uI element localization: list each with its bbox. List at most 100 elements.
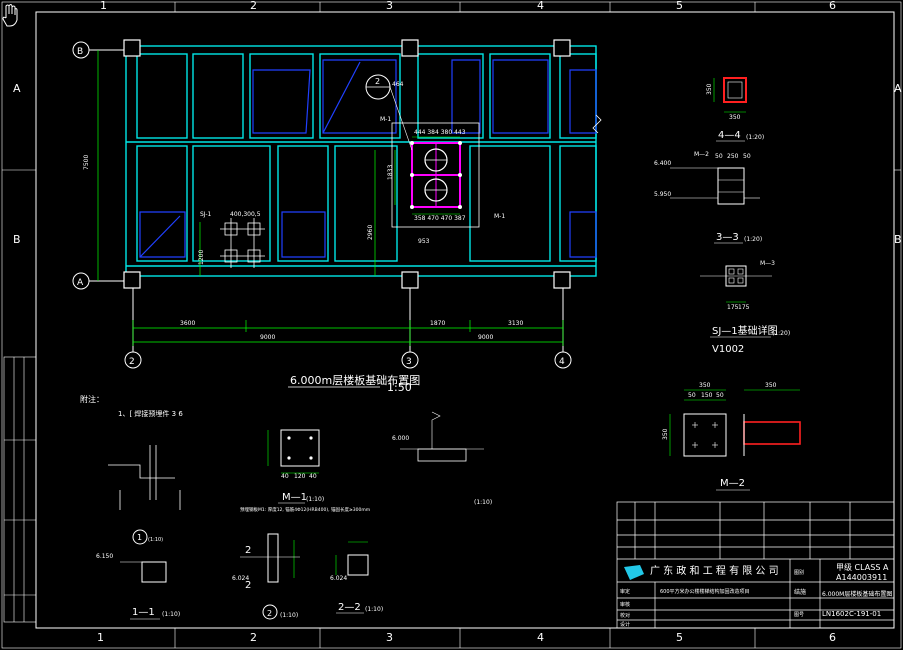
s33-title: 3—3 [716, 232, 739, 243]
sec2-label-a: 2 [245, 545, 251, 556]
d14-elev: 6.000 [392, 435, 409, 442]
dim-3130: 3130 [508, 320, 523, 327]
section-3-3: 6.400 5.950 M—2 50 250 50 3—3 (1:20) [654, 151, 762, 244]
m2-title: M—2 [720, 478, 745, 489]
left-title-strip [3, 356, 37, 623]
dim-1200: 1200 [198, 250, 205, 265]
dim-7500: 7500 [83, 155, 90, 170]
notes-heading: 附注： [80, 394, 104, 404]
tb-b: 图号 [794, 612, 804, 618]
tb-row1: 审定 [620, 588, 630, 595]
c1-scale-top: (1:10) [148, 537, 163, 543]
tb-sheet-label: 结施 [794, 588, 806, 596]
tb-a: 图别 [794, 569, 804, 576]
m2-h: 350 [662, 428, 669, 440]
s33-m2: M—2 [694, 151, 709, 158]
axis-a-label: A [77, 278, 84, 288]
m1-scale: (1:10) [306, 496, 324, 503]
m2-d50b: 50 [716, 392, 724, 399]
c2-scale: (1:10) [280, 612, 298, 619]
c1-circle: 1 [137, 533, 142, 542]
floor-plan: B A 2 3 4 7500 3600 9000 1870 3130 9000 … [72, 39, 602, 369]
plan-callout-num: 2 [375, 77, 380, 86]
grid-col-bottom-4: 4 [537, 631, 544, 644]
d14-scale: (1:10) [474, 499, 492, 506]
sj1-code: V1002 [712, 344, 744, 355]
tb-project: 600平方米办公楼楼梯结构加固改造项目 [660, 588, 750, 595]
s33-elev1: 6.400 [654, 160, 671, 167]
m2-w2: 350 [765, 382, 777, 389]
grid-col-bottom-6: 6 [829, 631, 836, 644]
m1-note: 预埋钢板M1: 厚度12, 锚筋4Φ12(HRB400), 锚固长度≥300mm [240, 506, 370, 513]
plan-scale: 1:50 [387, 381, 412, 394]
sj1-title: SJ—1基础详图 [712, 324, 778, 337]
stair-opening: 444 384 380 443 358 470 470 387 [391, 122, 480, 228]
tb-grade: 甲级 CLASS A [836, 562, 889, 572]
m1-dim-1: 120 [294, 473, 306, 480]
m2-detail: 350 350 50 150 50 350 M—2 [662, 382, 801, 491]
c1-elev: 6.150 [96, 553, 113, 560]
m2-d50a: 50 [688, 392, 696, 399]
c1-title: 1—1 [132, 607, 155, 618]
s44-scale: (1:20) [746, 134, 764, 141]
grid-row-a: A [13, 82, 21, 95]
m1-dim-0: 40 [281, 473, 289, 480]
axis-b-label: B [77, 47, 83, 57]
section-4-4: 350 350 4—4 (1:20) [706, 77, 764, 142]
company-logo-icon [624, 565, 644, 580]
dim-953: 953 [418, 238, 430, 245]
m1-title: M—1 [282, 492, 307, 503]
grid-col-top-3: 3 [386, 0, 393, 12]
s44-title: 4—4 [718, 130, 741, 141]
s33-d1: 50 [715, 153, 723, 160]
tb-row4: 设计 [620, 621, 630, 628]
detail-weld [108, 445, 181, 510]
c22-scale: (1:10) [365, 606, 383, 613]
grid-row-b: B [13, 233, 21, 246]
svg-text:400,300,5: 400,300,5 [230, 211, 261, 218]
sj1-detail: 175 175 M—3 SJ—1基础详图 (1:20) V1002 [700, 260, 790, 355]
c1-scale: (1:10) [162, 611, 180, 618]
grid-col-top-1: 1 [100, 0, 107, 12]
tb-drawing-title: 6.000M层楼板基础布置图 [822, 590, 892, 598]
title-block [616, 501, 895, 629]
svg-text:358 470 470 387: 358 470 470 387 [414, 215, 466, 222]
sj1-d175a: 175 [727, 304, 739, 311]
sj1-plan-marks [220, 218, 265, 268]
sec2-label-b: 2 [245, 580, 251, 591]
detail-2: 2 2 6.024 2 (1:10) [232, 533, 300, 620]
dim-1870: 1870 [430, 320, 445, 327]
axis-2-label: 2 [129, 357, 135, 367]
dim-9000b: 9000 [478, 334, 493, 341]
grid-col-bottom-5: 5 [676, 631, 683, 644]
dim-9000a: 9000 [260, 334, 275, 341]
svg-text:444 384 380 443: 444 384 380 443 [414, 129, 466, 136]
m1-plan-label-a: M-1 [380, 116, 391, 123]
sj1-d175b: 175 [738, 304, 750, 311]
tb-cert: A144003911 [836, 573, 887, 582]
tb-company: 广 东 政 和 工 程 有 限 公 司 [650, 564, 779, 577]
grid-row-b-right: B [894, 233, 902, 246]
detail-m1: 40 120 40 M—1 (1:10) 预埋钢板M1: 厚度12, 锚筋4Φ1… [240, 429, 370, 513]
grid-col-top-6: 6 [829, 0, 836, 12]
tb-row2: 审核 [620, 601, 630, 608]
sj1-m3: M—3 [760, 260, 775, 267]
c2-circle: 2 [267, 609, 272, 618]
plan-title: 6.000m层楼板基础布置图 [290, 373, 420, 387]
grid-row-a-right: A [894, 82, 902, 95]
dim-3600: 3600 [180, 320, 195, 327]
s44-w: 350 [729, 114, 741, 121]
grid-col-bottom-1: 1 [97, 631, 104, 644]
c2-elev: 6.024 [232, 575, 249, 582]
dim-1833: 1833 [387, 165, 394, 180]
c22-elev: 6.024 [330, 575, 347, 582]
detail-1-1: 1 (1:10) 6.150 1—1 (1:10) [96, 529, 180, 620]
s33-d3: 50 [743, 153, 751, 160]
axis-4-label: 4 [559, 357, 565, 367]
m2-w1: 350 [699, 382, 711, 389]
axis-3-label: 3 [406, 357, 412, 367]
grid-col-top-4: 4 [537, 0, 544, 12]
m1-dim-2: 40 [309, 473, 317, 480]
s33-elev2: 5.950 [654, 191, 671, 198]
